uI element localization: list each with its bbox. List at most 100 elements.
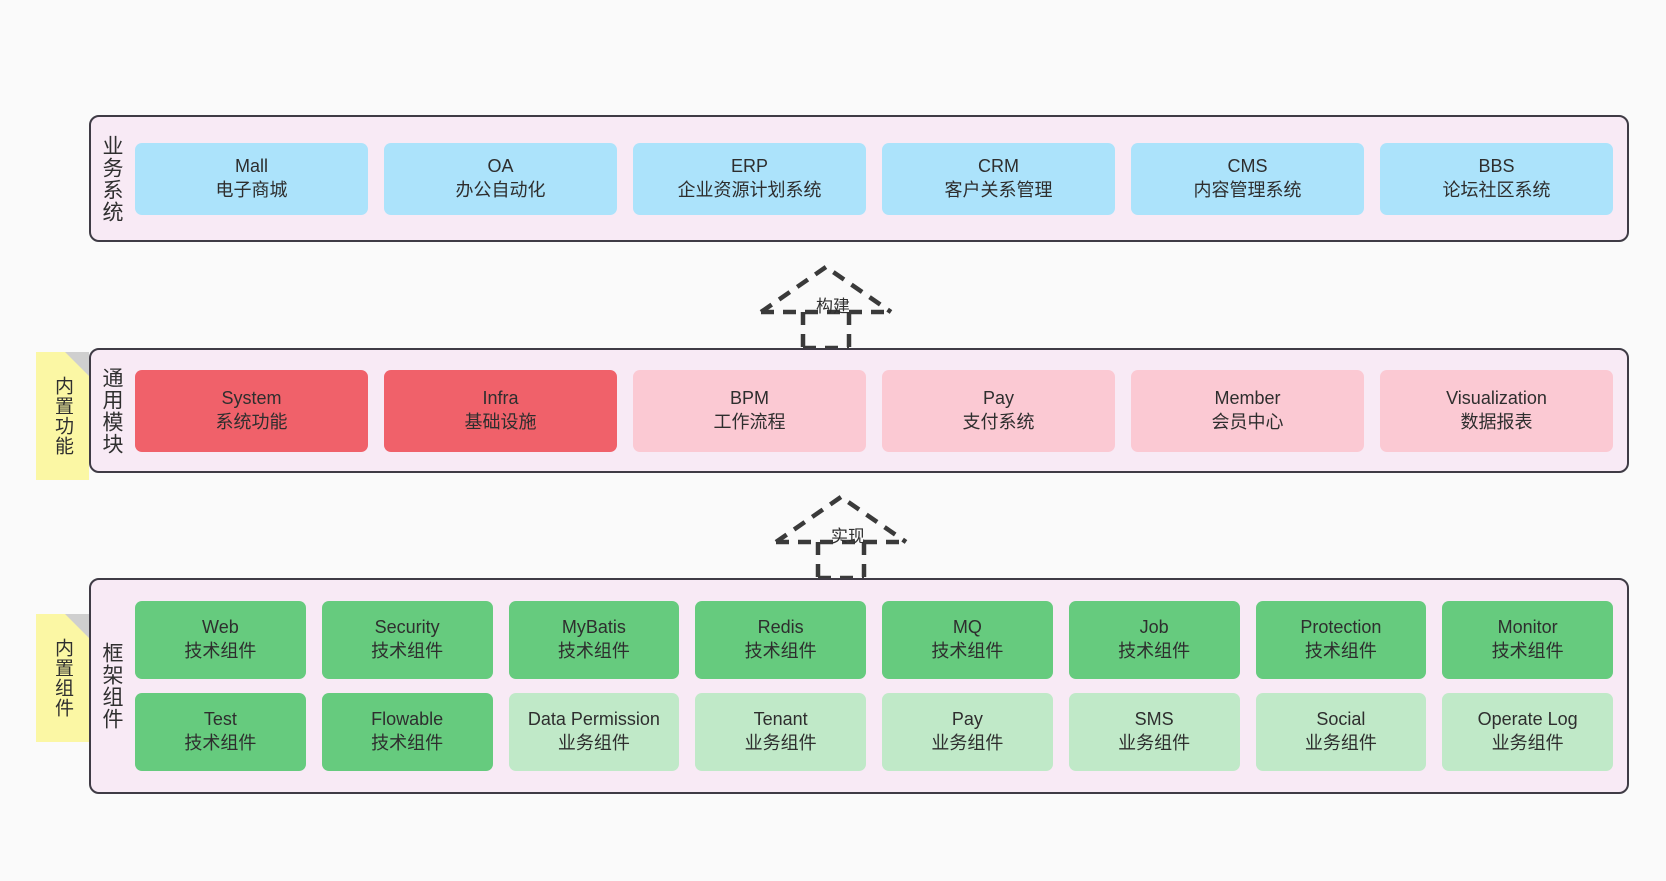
box-test-name: Test <box>203 709 237 730</box>
sticky-note-builtin-features: 内置功能 <box>36 352 89 480</box>
box-protection-desc: 技术组件 <box>1304 641 1377 661</box>
box-crm[interactable]: CRM 客户关系管理 <box>882 142 1115 215</box>
box-monitor-desc: 技术组件 <box>1491 641 1564 661</box>
layer-title-framework: 框架组件 <box>99 642 123 730</box>
box-flowable-name: Flowable <box>371 709 444 730</box>
box-tenant-desc: 业务组件 <box>744 733 817 753</box>
box-sms-desc: 业务组件 <box>1118 733 1191 753</box>
box-tenant[interactable]: Tenant 业务组件 <box>695 693 866 771</box>
box-flowable-desc: 技术组件 <box>371 733 444 753</box>
box-pay-module[interactable]: Pay 支付系统 <box>882 369 1115 452</box>
box-erp[interactable]: ERP 企业资源计划系统 <box>633 142 866 215</box>
box-operate-log-name: Operate Log <box>1477 709 1578 730</box>
box-web-desc: 技术组件 <box>184 641 257 661</box>
layer-common-modules: 通用模块 System 系统功能 Infra 基础设施 BPM 工作流程 Pay… <box>89 348 1629 473</box>
box-infra[interactable]: Infra 基础设施 <box>384 369 617 452</box>
box-pay-component[interactable]: Pay 业务组件 <box>882 693 1053 771</box>
connector-implement: 实现 <box>767 488 917 581</box>
box-pay-component-name: Pay <box>951 709 983 730</box>
box-redis-desc: 技术组件 <box>744 641 817 661</box>
box-bpm[interactable]: BPM 工作流程 <box>633 369 866 452</box>
dashed-up-arrow-icon <box>759 264 893 351</box>
box-member-desc: 会员中心 <box>1211 411 1284 432</box>
box-pay-component-desc: 业务组件 <box>931 733 1004 753</box>
box-flowable[interactable]: Flowable 技术组件 <box>321 693 493 771</box>
box-job-name: Job <box>1139 617 1169 638</box>
sticky-note-builtin-features-label: 内置功能 <box>52 376 73 456</box>
box-security-name: Security <box>374 617 440 638</box>
box-system-name: System <box>221 387 282 408</box>
box-bpm-desc: 工作流程 <box>713 411 786 432</box>
connector-implement-label: 实现 <box>831 527 865 546</box>
box-member-name: Member <box>1214 387 1281 408</box>
page-fold-icon <box>65 614 89 638</box>
box-bbs-name: BBS <box>1478 155 1515 176</box>
box-mybatis[interactable]: MyBatis 技术组件 <box>508 601 680 679</box>
layer-title-modules: 通用模块 <box>99 366 123 455</box>
layer-body-framework: Web 技术组件 Security 技术组件 MyBatis 技术组件 Redi… <box>131 580 1627 792</box>
box-monitor[interactable]: Monitor 技术组件 <box>1442 601 1613 679</box>
box-test[interactable]: Test 技术组件 <box>135 693 306 771</box>
box-mall[interactable]: Mall 电子商城 <box>135 142 368 215</box>
box-cms[interactable]: CMS 内容管理系统 <box>1131 142 1364 215</box>
box-pay-module-desc: 支付系统 <box>962 411 1035 432</box>
connector-build: 构建 <box>752 258 902 351</box>
box-pay-module-name: Pay <box>982 387 1015 408</box>
box-mybatis-desc: 技术组件 <box>557 641 630 661</box>
layer-business-systems: 业务系统 Mall 电子商城 OA 办公自动化 ERP 企业资源计划系统 CRM… <box>89 115 1629 242</box>
box-system[interactable]: System 系统功能 <box>135 369 368 452</box>
box-system-desc: 系统功能 <box>215 411 288 432</box>
box-infra-name: Infra <box>482 387 519 408</box>
box-row-modules: System 系统功能 Infra 基础设施 BPM 工作流程 Pay 支付系统… <box>135 369 1613 452</box>
box-mq[interactable]: MQ 技术组件 <box>882 601 1053 679</box>
box-member[interactable]: Member 会员中心 <box>1131 369 1364 452</box>
box-social-desc: 业务组件 <box>1304 733 1377 753</box>
sticky-note-builtin-components: 内置组件 <box>36 614 89 742</box>
box-security[interactable]: Security 技术组件 <box>321 601 493 679</box>
box-security-desc: 技术组件 <box>371 641 444 661</box>
box-bpm-name: BPM <box>729 387 769 408</box>
box-data-permission-name: Data Permission <box>527 709 660 730</box>
box-web-name: Web <box>202 617 239 638</box>
box-bbs[interactable]: BBS 论坛社区系统 <box>1380 142 1613 215</box>
box-visualization-desc: 数据报表 <box>1460 411 1533 432</box>
box-protection-name: Protection <box>1300 617 1382 638</box>
box-protection[interactable]: Protection 技术组件 <box>1255 601 1427 679</box>
sticky-note-builtin-components-label: 内置组件 <box>52 638 73 718</box>
box-redis[interactable]: Redis 技术组件 <box>695 601 866 679</box>
box-row-framework-tech: Web 技术组件 Security 技术组件 MyBatis 技术组件 Redi… <box>135 601 1613 679</box>
box-visualization-name: Visualization <box>1446 387 1547 408</box>
box-oa-name: OA <box>487 155 514 176</box>
box-data-permission[interactable]: Data Permission 业务组件 <box>508 693 680 771</box>
box-job[interactable]: Job 技术组件 <box>1068 601 1240 679</box>
box-redis-name: Redis <box>757 617 804 638</box>
layer-framework-components: 框架组件 Web 技术组件 Security 技术组件 MyBatis 技术组件… <box>89 578 1629 794</box>
box-crm-desc: 客户关系管理 <box>944 179 1053 200</box>
box-erp-desc: 企业资源计划系统 <box>677 179 822 200</box>
box-tenant-name: Tenant <box>753 709 808 730</box>
page-fold-icon <box>65 352 89 376</box>
box-sms-name: SMS <box>1134 709 1174 730</box>
box-visualization[interactable]: Visualization 数据报表 <box>1380 369 1613 452</box>
box-mall-name: Mall <box>234 155 268 176</box>
layer-body-business: Mall 电子商城 OA 办公自动化 ERP 企业资源计划系统 CRM 客户关系… <box>131 117 1627 240</box>
layer-title-business: 业务系统 <box>99 134 123 223</box>
box-row-business: Mall 电子商城 OA 办公自动化 ERP 企业资源计划系统 CRM 客户关系… <box>135 142 1613 215</box>
box-web[interactable]: Web 技术组件 <box>135 601 306 679</box>
box-crm-name: CRM <box>978 155 1019 176</box>
box-oa[interactable]: OA 办公自动化 <box>384 142 617 215</box>
box-operate-log-desc: 业务组件 <box>1491 733 1564 753</box>
box-social[interactable]: Social 业务组件 <box>1255 693 1427 771</box>
box-infra-desc: 基础设施 <box>464 411 537 432</box>
box-oa-desc: 办公自动化 <box>455 179 546 200</box>
box-row-framework-biz: Test 技术组件 Flowable 技术组件 Data Permission … <box>135 693 1613 771</box>
box-mybatis-name: MyBatis <box>561 617 626 638</box>
box-social-name: Social <box>1316 709 1366 730</box>
box-sms[interactable]: SMS 业务组件 <box>1068 693 1240 771</box>
dashed-up-arrow-icon <box>774 494 908 581</box>
box-job-desc: 技术组件 <box>1118 641 1191 661</box>
box-cms-name: CMS <box>1227 155 1268 176</box>
box-cms-desc: 内容管理系统 <box>1193 179 1302 200</box>
box-operate-log[interactable]: Operate Log 业务组件 <box>1442 693 1613 771</box>
